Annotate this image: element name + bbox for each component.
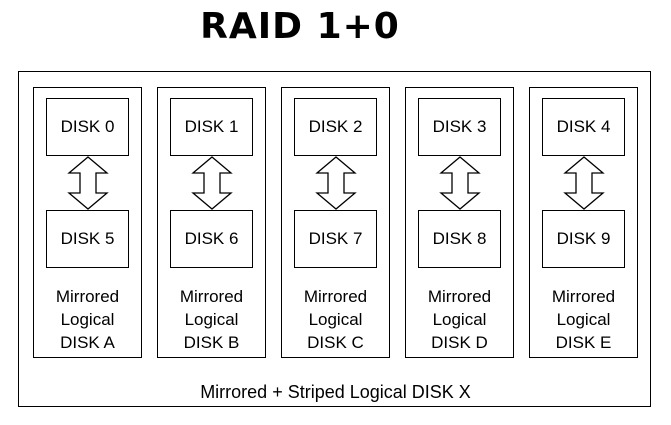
caption-line-3: DISK D <box>431 333 488 352</box>
disk-8: DISK 8 <box>418 210 501 268</box>
diagram-title: RAID 1+0 <box>200 6 400 47</box>
mirror-group-d: DISK 3 DISK 8 Mirrored Logical DISK D <box>405 87 514 358</box>
mirror-group-caption: Mirrored Logical DISK B <box>158 285 265 354</box>
caption-line-3: DISK B <box>183 333 240 352</box>
disk-2: DISK 2 <box>294 98 377 156</box>
bidirectional-arrow-icon <box>191 156 233 210</box>
disk-3: DISK 3 <box>418 98 501 156</box>
mirror-group-caption: Mirrored Logical DISK A <box>34 285 141 354</box>
mirror-group-c: DISK 2 DISK 7 Mirrored Logical DISK C <box>281 87 390 358</box>
bidirectional-arrow-icon <box>563 156 605 210</box>
disk-7: DISK 7 <box>294 210 377 268</box>
caption-line-3: DISK A <box>60 333 115 352</box>
bidirectional-arrow-icon <box>315 156 357 210</box>
caption-line-2: Logical <box>556 310 611 329</box>
caption-line-2: Logical <box>432 310 487 329</box>
striped-logical-disk-x <box>18 71 651 407</box>
mirror-group-b: DISK 1 DISK 6 Mirrored Logical DISK B <box>157 87 266 358</box>
disk-4: DISK 4 <box>542 98 625 156</box>
bidirectional-arrow-icon <box>439 156 481 210</box>
mirror-group-a: DISK 0 DISK 5 Mirrored Logical DISK A <box>33 87 142 358</box>
bidirectional-arrow-icon <box>67 156 109 210</box>
caption-line-1: Mirrored <box>179 287 244 306</box>
caption-line-1: Mirrored <box>551 287 616 306</box>
disk-5: DISK 5 <box>46 210 129 268</box>
disk-1: DISK 1 <box>170 98 253 156</box>
caption-line-1: Mirrored <box>427 287 492 306</box>
mirror-group-caption: Mirrored Logical DISK D <box>406 285 513 354</box>
caption-line-3: DISK C <box>307 333 364 352</box>
disk-0: DISK 0 <box>46 98 129 156</box>
caption-line-2: Logical <box>184 310 239 329</box>
mirror-group-caption: Mirrored Logical DISK C <box>282 285 389 354</box>
caption-line-2: Logical <box>308 310 363 329</box>
caption-line-1: Mirrored <box>55 287 120 306</box>
disk-9: DISK 9 <box>542 210 625 268</box>
striped-disk-label: Mirrored + Striped Logical DISK X <box>200 382 471 402</box>
caption-line-1: Mirrored <box>303 287 368 306</box>
disk-6: DISK 6 <box>170 210 253 268</box>
caption-line-2: Logical <box>60 310 115 329</box>
caption-line-3: DISK E <box>555 333 612 352</box>
mirror-group-e: DISK 4 DISK 9 Mirrored Logical DISK E <box>529 87 638 358</box>
mirror-group-caption: Mirrored Logical DISK E <box>530 285 637 354</box>
